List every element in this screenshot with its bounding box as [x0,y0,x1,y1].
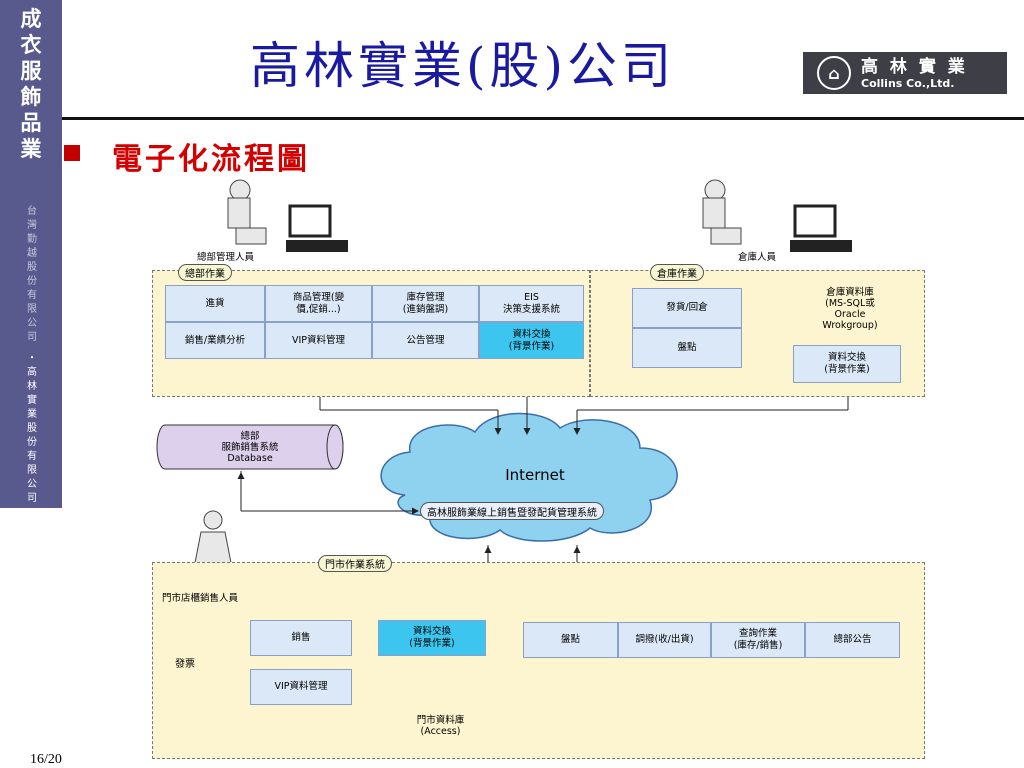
hq-sales-analysis-cell: 銷售/業績分析 [165,322,265,359]
hq-database-cylinder [156,424,344,470]
sidebar [0,0,62,508]
sidebar-company-1: 台灣勤越股份有限公司 [27,206,37,343]
sidebar-title: 成 衣 服 飾 品 業 [20,6,42,161]
store-query-cell: 查詢作業(庫存/銷售) [711,622,805,658]
bullet-square-icon [64,145,80,161]
hq-inventory-cell: 庫存管理(進銷盤調) [372,285,479,322]
section-subtitle: 電子化流程圖 [112,142,310,177]
wh-exchange-cell: 資料交換(背景作業) [793,345,901,383]
hq-exchange-cell: 資料交換(背景作業) [479,322,584,359]
sidebar-company-2: ・高林實業股份有限公司 [27,353,37,504]
store-section-box [152,562,925,759]
hq-product-mgmt-cell: 商品管理(變價,促銷...) [265,285,372,322]
hq-vip-cell: VIP資料管理 [265,322,372,359]
hq-purchase-cell: 進貨 [165,285,265,322]
wh-ship-cell: 發貨/回倉 [632,288,742,328]
hq-staff-figure [227,179,348,252]
internet-label: Internet [505,466,565,484]
warehouse-section-label: 倉庫作業 [650,264,704,281]
wh-count-cell: 盤點 [632,328,742,368]
warehouse-staff-figure [702,179,852,252]
warehouse-staff-label: 倉庫人員 [738,252,777,263]
hq-staff-label: 總部管理人員 [197,252,255,263]
system-bar: 高林服飾業線上銷售暨發配貨管理系統 [420,502,604,520]
store-count-cell: 盤點 [523,622,618,658]
store-exchange-cell: 資料交換(背景作業) [378,620,486,656]
store-transfer-cell: 調撥(收/出貨) [618,622,711,658]
store-hq-notice-cell: 總部公告 [805,622,900,658]
store-invoice-label: 發票 [175,659,195,670]
page-number: 16/20 [30,752,62,767]
page-title: 高林實業(股)公司 [250,37,676,95]
store-staff-label: 門市店櫃銷售人員 [162,593,239,604]
logo-emblem-icon: ⌂ [817,56,851,90]
hq-announce-cell: 公告管理 [372,322,479,359]
store-vip-cell: VIP資料管理 [250,669,352,705]
store-db-text: 門市資料庫(Access) [416,715,465,737]
logo-en-text: Collins Co.,Ltd. [861,76,955,90]
store-sales-cell: 銷售 [250,620,352,656]
store-section-label: 門市作業系統 [318,555,392,572]
hq-section-label: 總部作業 [178,264,232,281]
logo-cn-text: 高 林 實 業 [861,56,968,77]
header-divider [62,117,1024,120]
company-logo: ⌂ 高 林 實 業 Collins Co.,Ltd. [803,52,1007,94]
